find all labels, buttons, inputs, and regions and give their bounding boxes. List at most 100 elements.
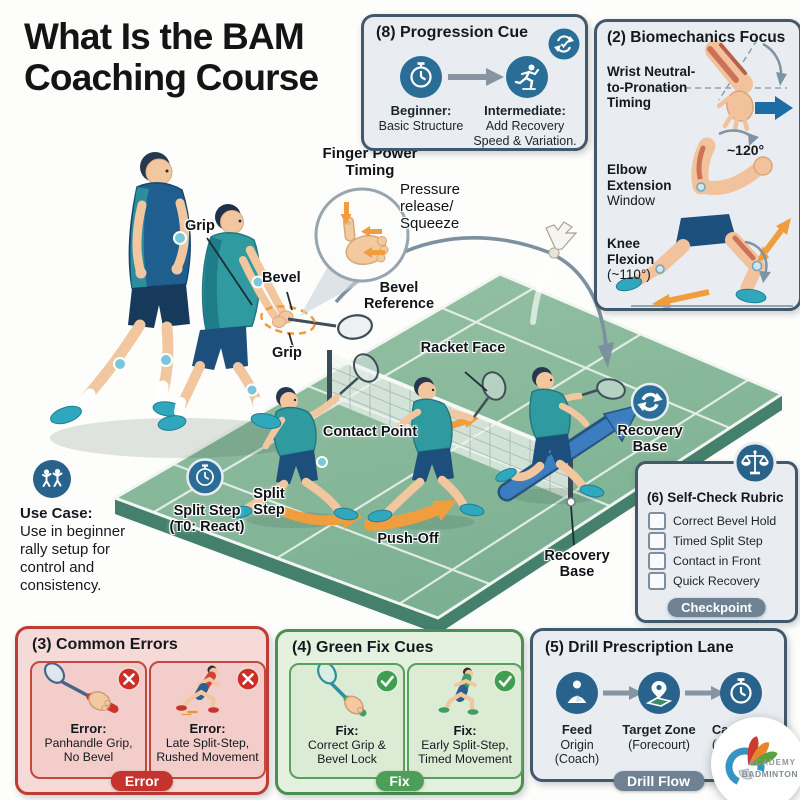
shuttlecock-logo-icon xyxy=(725,736,778,787)
elbow-label-reg: Window xyxy=(607,193,656,209)
label-recovery-base-post: Recovery Base xyxy=(544,548,610,581)
sync-check-icon xyxy=(548,28,580,60)
error-card-split-step: Error: Late Split-Step, Rushed Movement xyxy=(149,661,266,779)
timed-runner-illustration xyxy=(438,667,479,715)
use-case-heading: Use Case: xyxy=(20,505,93,522)
error-badge: Error xyxy=(110,771,174,791)
recovery-base-icon xyxy=(630,382,670,422)
label-recovery-base-icon: Recovery Base xyxy=(617,423,683,456)
label-split-step-t0: Split Step (T0: React) xyxy=(143,503,271,535)
label-push-off: Push-Off xyxy=(377,531,439,547)
label-grip-top: Grip xyxy=(185,218,215,234)
use-case-body: Use in beginner rally setup for control … xyxy=(20,523,126,594)
rubric-row: Quick Recovery xyxy=(648,572,760,590)
panel-progression-cue: (8) Progression Cue xyxy=(361,14,588,151)
shuttlecock xyxy=(545,221,578,259)
cadence-stopwatch-icon xyxy=(720,672,762,714)
rubric-item-label: Contact in Front xyxy=(673,554,761,568)
logo-badminton-text: BADMINTON xyxy=(741,769,798,779)
correct-grip-illustration xyxy=(317,661,367,717)
logo-academy-text: ACADEMY xyxy=(748,758,796,767)
bam-academy-logo: ACADEMY BADMINTON xyxy=(711,717,800,800)
push-off-arrow xyxy=(364,500,457,531)
check-mark-icon xyxy=(493,669,517,693)
error-card-grip: Error: Panhandle Grip, No Bevel xyxy=(30,661,147,779)
rubric-item-label: Timed Split Step xyxy=(673,534,763,548)
knee-label: Knee Flexion (~110°) xyxy=(607,236,691,283)
balance-scale-icon xyxy=(733,441,777,485)
knee-illustration xyxy=(615,214,793,308)
rubric-row: Timed Split Step xyxy=(648,532,763,550)
biomechanics-illustrations xyxy=(615,39,793,308)
page-title: What Is the BAM Coaching Course xyxy=(24,16,319,99)
error-card-text: Late Split-Step, Rushed Movement xyxy=(156,736,259,765)
label-grip-bottom: Grip xyxy=(272,345,302,361)
player-recovery xyxy=(495,367,626,498)
target-name: Target Zone xyxy=(622,722,696,737)
pressure-arrows xyxy=(340,202,385,258)
player-push-off xyxy=(367,371,507,523)
page-title-line2: Coaching Course xyxy=(24,57,319,99)
label-split-step-t0-line2: (T0: React) xyxy=(169,519,245,536)
common-errors-title: (3) Common Errors xyxy=(32,636,178,653)
fix-card-split-step: Fix: Early Split-Step, Timed Movement xyxy=(407,663,523,779)
stopwatch-icon xyxy=(400,56,442,98)
label-racket-face: Racket Face xyxy=(420,340,506,356)
fix-card-text: Early Split-Step, Timed Movement xyxy=(418,738,512,767)
feed-name: Feed xyxy=(561,722,593,737)
rubric-row: Contact in Front xyxy=(648,552,760,570)
rubric-item-label: Quick Recovery xyxy=(673,574,760,588)
feed-origin-icon xyxy=(556,672,598,714)
elbow-label: Elbow Extension Window xyxy=(607,162,691,209)
page-title-line1: What Is the BAM xyxy=(24,16,305,57)
label-finger-power-timing: Finger Power Timing xyxy=(322,145,418,179)
feed-sub: Origin (Coach) xyxy=(554,737,600,767)
drill-flow-icons xyxy=(556,672,762,714)
elbow-illustration xyxy=(691,129,773,195)
fix-card-label: Fix: xyxy=(335,723,359,738)
student-figure xyxy=(157,204,373,431)
wrist-label: Wrist Neutral-to-Pronation Timing xyxy=(607,64,696,111)
panhandle-grip-illustration xyxy=(43,662,119,713)
wrist-illustration xyxy=(655,39,793,133)
drill-title: (5) Drill Prescription Lane xyxy=(545,639,734,656)
knee-label-bold: Knee Flexion xyxy=(607,236,655,267)
self-check-title: (6) Self-Check Rubric xyxy=(647,490,784,505)
checkbox-correct-bevel-hold[interactable] xyxy=(648,512,666,530)
progression-beginner: Beginner: Basic Structure xyxy=(374,103,468,134)
x-mark-icon xyxy=(236,667,260,691)
fix-cues-title: (4) Green Fix Cues xyxy=(292,639,434,656)
progression-intermediate: Intermediate: Add Recovery Speed & Varia… xyxy=(470,103,580,148)
checkbox-quick-recovery[interactable] xyxy=(648,572,666,590)
label-split-step-t0-line1: Split Step xyxy=(173,503,241,519)
checkpoint-badge: Checkpoint xyxy=(667,598,766,617)
label-bevel-reference: Bevel Reference xyxy=(363,280,435,313)
pronation-arrow xyxy=(755,96,793,120)
x-mark-icon xyxy=(117,667,141,691)
sensor-dots xyxy=(113,231,328,468)
drill-flow-badge: Drill Flow xyxy=(613,771,704,791)
fix-card-label: Fix: xyxy=(453,723,477,738)
panel-green-fix-cues: (4) Green Fix Cues Fix: Correct Grip & B… xyxy=(275,629,524,795)
progression-title: (8) Progression Cue xyxy=(376,24,529,41)
use-case-icon xyxy=(33,460,71,498)
checkbox-contact-in-front[interactable] xyxy=(648,552,666,570)
target-zone-icon xyxy=(638,672,680,714)
rubric-row: Correct Bevel Hold xyxy=(648,512,776,530)
drill-step-feed: Feed Origin (Coach) xyxy=(545,722,609,767)
runner-icon xyxy=(506,56,548,98)
drill-step-target: Target Zone (Forecourt) xyxy=(619,722,699,752)
panel-self-check-rubric: (6) Self-Check Rubric Correct Bevel Hold… xyxy=(635,441,798,623)
coach-figure xyxy=(50,152,191,425)
use-case-block: Use Case: Use in beginner rally setup fo… xyxy=(20,505,154,595)
check-mark-icon xyxy=(375,669,399,693)
fix-card-text: Correct Grip & Bevel Lock xyxy=(308,738,386,767)
checkbox-timed-split-step[interactable] xyxy=(648,532,666,550)
progression-icons xyxy=(400,28,580,98)
fix-badge: Fix xyxy=(375,771,424,791)
split-step-timer-icon xyxy=(186,458,224,496)
intermediate-label: Intermediate: xyxy=(484,103,566,118)
grip-highlight-ellipse xyxy=(260,305,316,335)
